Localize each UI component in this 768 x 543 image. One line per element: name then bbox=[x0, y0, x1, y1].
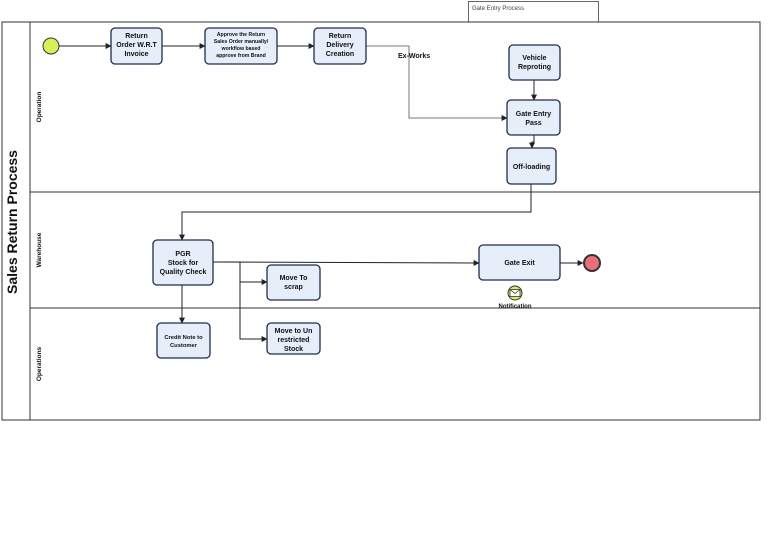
svg-text:Return: Return bbox=[329, 33, 352, 40]
flow-pgr-to-gate-exit bbox=[212, 259, 480, 266]
svg-text:Gate Entry: Gate Entry bbox=[516, 111, 552, 118]
svg-text:Stock for: Stock for bbox=[168, 260, 199, 267]
task-off-loading[interactable]: Off-loading bbox=[506, 147, 557, 185]
svg-text:workflow based: workflow based bbox=[221, 46, 261, 52]
svg-text:Order W.R.T: Order W.R.T bbox=[116, 42, 157, 49]
task-vehicle-reporting[interactable]: Vehicle Reproting bbox=[508, 44, 561, 81]
svg-text:restricted: restricted bbox=[278, 337, 310, 344]
task-credit-note[interactable]: Credit Note to Customer bbox=[156, 322, 211, 359]
flow-pgr-to-unrestricted bbox=[213, 261, 268, 342]
ex-works-label: Ex-Works bbox=[398, 53, 430, 60]
svg-text:Reproting: Reproting bbox=[518, 64, 551, 71]
task-pgr-quality-check[interactable]: PGR Stock for Quality Check bbox=[152, 239, 214, 286]
svg-text:Sales Order manually/: Sales Order manually/ bbox=[214, 39, 269, 45]
svg-text:Quality Check: Quality Check bbox=[160, 269, 207, 276]
pool-frame bbox=[1, 21, 761, 421]
task-return-order[interactable]: Return Order W.R.T Invoice bbox=[110, 27, 163, 65]
svg-text:Invoice: Invoice bbox=[124, 51, 148, 58]
task-return-delivery[interactable]: Return Delivery Creation bbox=[313, 27, 367, 65]
task-move-to-scrap[interactable]: Move To scrap bbox=[266, 264, 321, 301]
end-event[interactable] bbox=[583, 254, 601, 272]
task-gate-entry-pass[interactable]: Gate Entry Pass bbox=[506, 99, 561, 136]
svg-text:scrap: scrap bbox=[284, 284, 303, 291]
lane-label-operation: Operation bbox=[36, 92, 43, 123]
notification-label: Notification bbox=[499, 304, 532, 310]
pool-title: Sales Return Process bbox=[4, 150, 20, 294]
svg-text:Return: Return bbox=[125, 33, 148, 40]
flow-return-delivery-to-gate-entry bbox=[366, 45, 508, 121]
svg-text:approve from Brand: approve from Brand bbox=[216, 53, 266, 59]
start-event[interactable] bbox=[42, 37, 60, 55]
lane-label-operations: Operations bbox=[36, 346, 43, 381]
svg-text:Customer: Customer bbox=[170, 343, 198, 349]
notification-event[interactable] bbox=[507, 285, 523, 301]
svg-text:Move to Un: Move to Un bbox=[275, 328, 313, 335]
flow-gate-entry-to-off-loading bbox=[529, 135, 535, 149]
svg-text:Move To: Move To bbox=[280, 275, 308, 282]
task-gate-exit[interactable]: Gate Exit bbox=[478, 244, 561, 281]
svg-text:Approve the Return: Approve the Return bbox=[217, 32, 265, 38]
svg-text:PGR: PGR bbox=[175, 251, 190, 258]
svg-text:Stock: Stock bbox=[284, 346, 303, 353]
svg-text:Vehicle: Vehicle bbox=[522, 55, 546, 62]
svg-text:Off-loading: Off-loading bbox=[513, 164, 550, 171]
task-move-to-unrestricted[interactable]: Move to Un restricted Stock bbox=[266, 322, 321, 355]
svg-text:Creation: Creation bbox=[326, 51, 354, 58]
svg-text:Pass: Pass bbox=[525, 120, 541, 127]
svg-text:Gate Exit: Gate Exit bbox=[504, 260, 535, 267]
svg-text:Credit Note to: Credit Note to bbox=[164, 335, 203, 341]
svg-text:Delivery: Delivery bbox=[326, 42, 353, 49]
lane-label-warehouse: Warehouse bbox=[36, 232, 43, 267]
task-approve-return[interactable]: Approve the Return Sales Order manually/… bbox=[204, 27, 278, 65]
flow-off-loading-to-pgr bbox=[179, 184, 532, 241]
